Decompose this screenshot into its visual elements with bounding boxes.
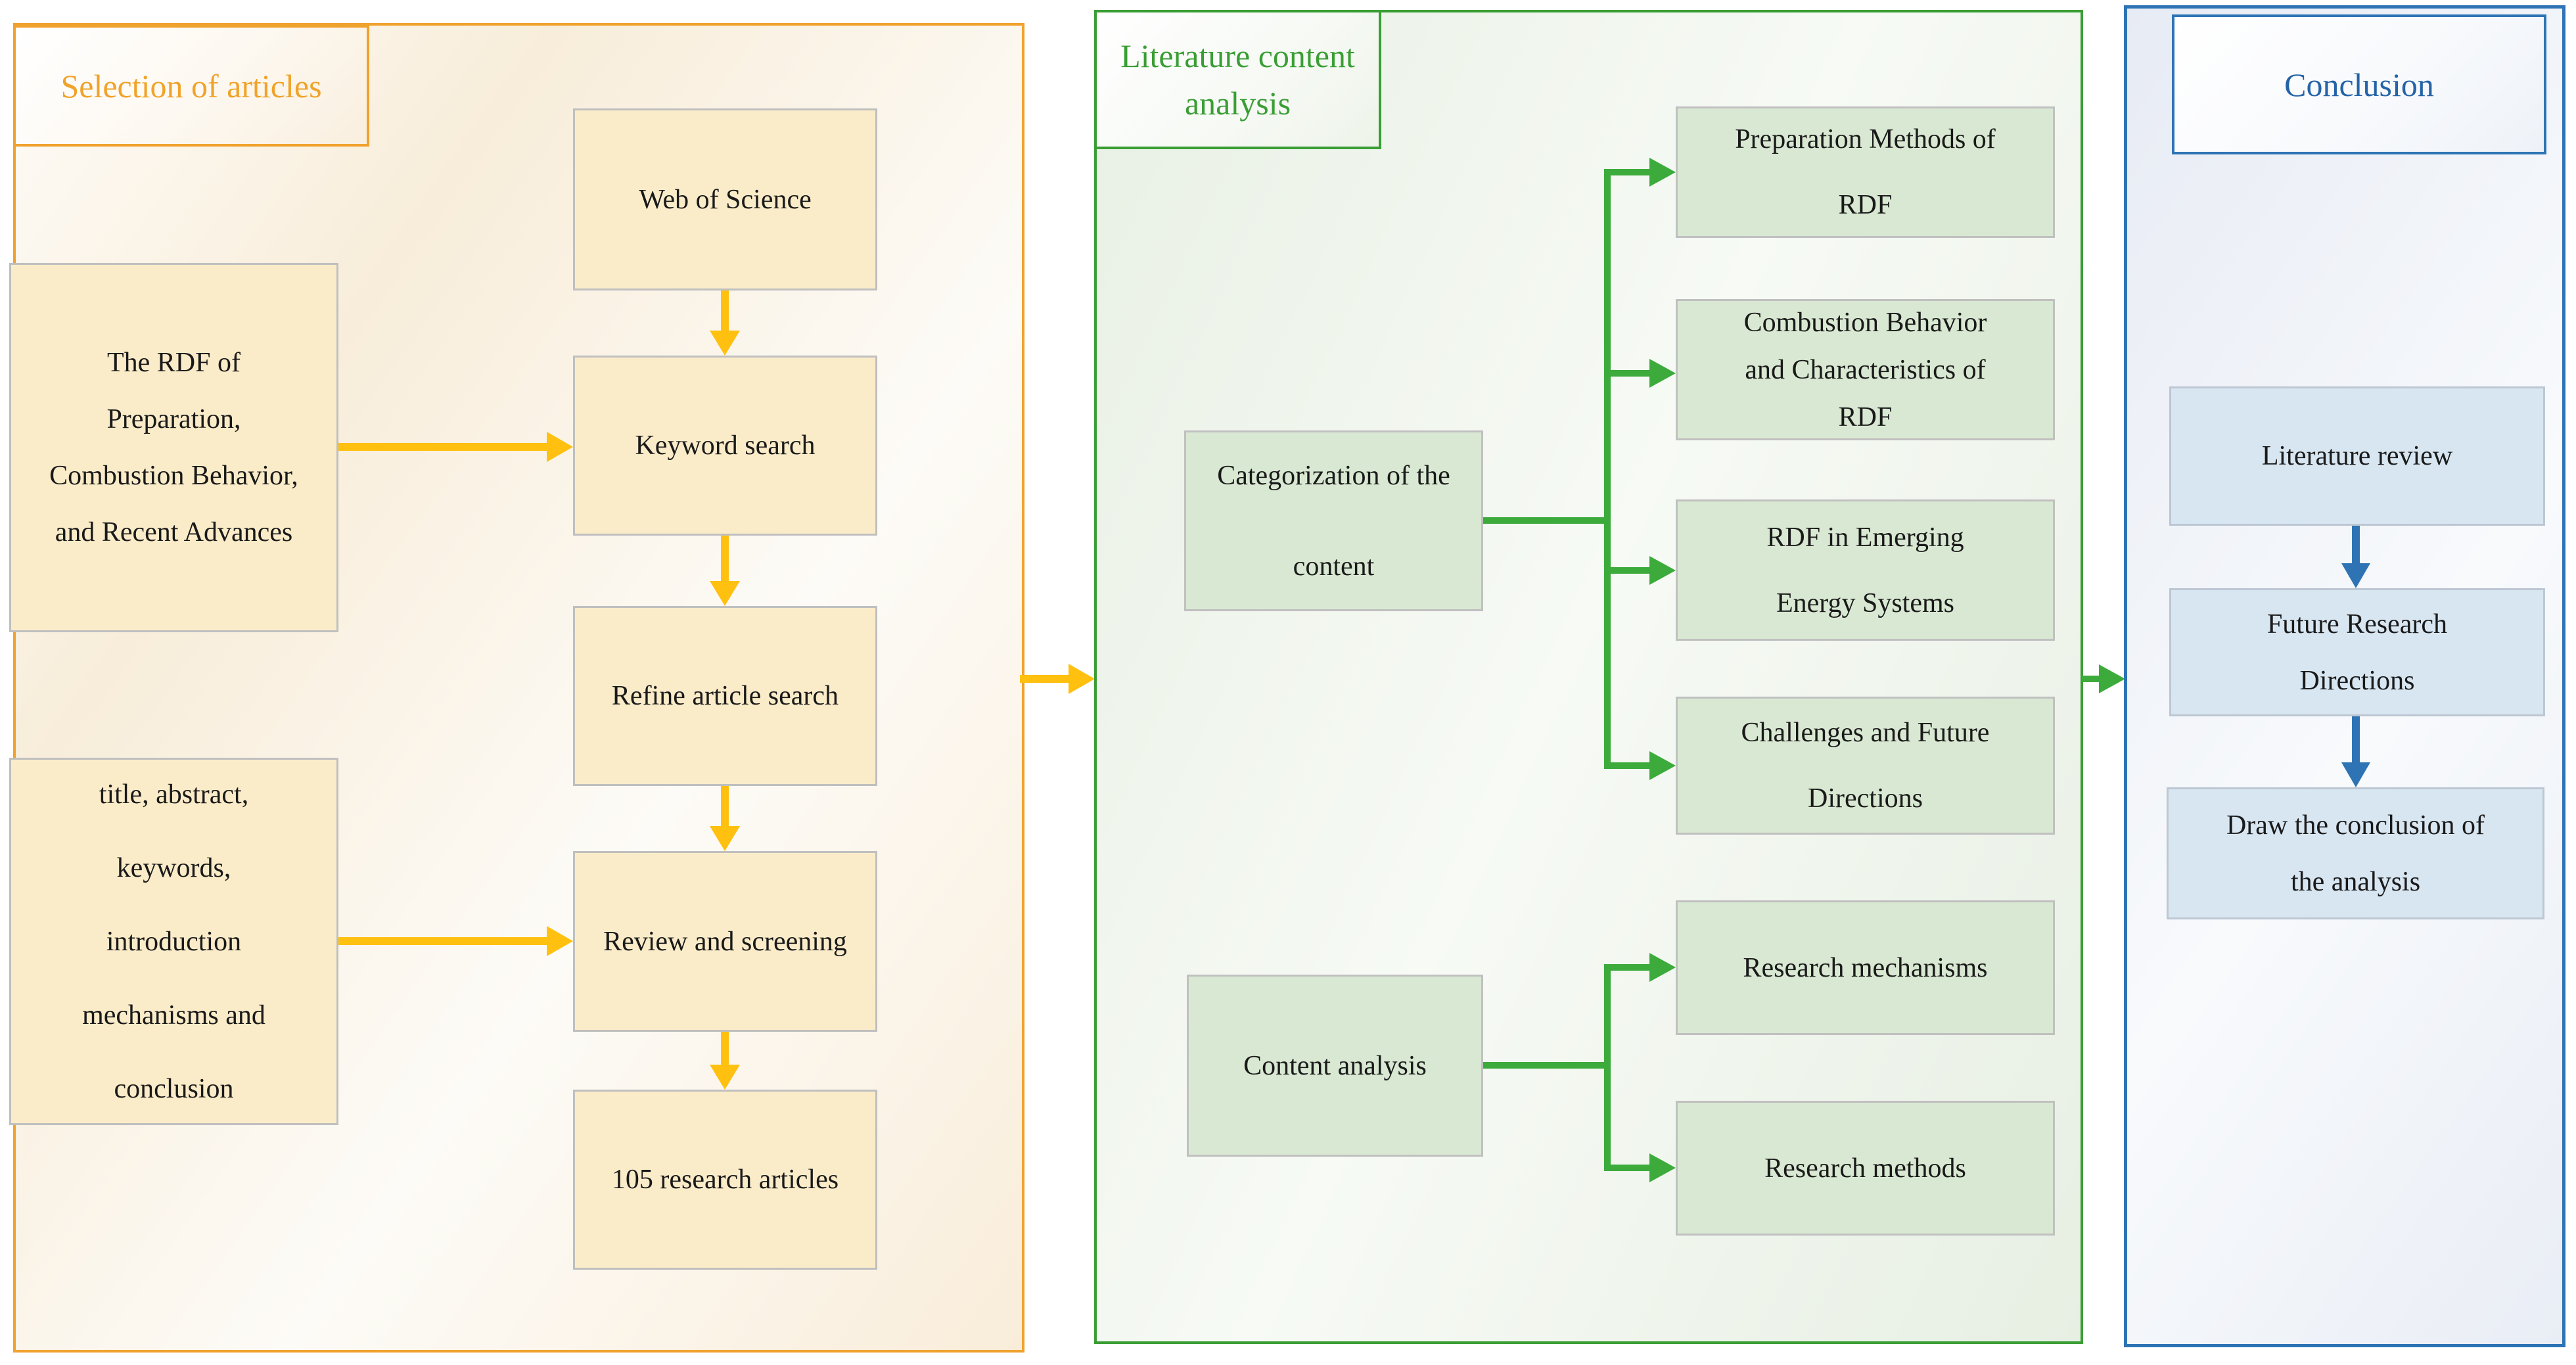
arrowhead-right-icon xyxy=(547,432,573,462)
rdf-scope-box: The RDF of Preparation, Combustion Behav… xyxy=(9,263,338,632)
research-methods-box: Research methods xyxy=(1676,1101,2055,1236)
category-box-emerging-energy-systems: RDF in Emerging Energy Systems xyxy=(1676,499,2055,641)
content-analysis-box: Content analysis xyxy=(1187,975,1483,1157)
conclusion-step-literature-review: Literature review xyxy=(2169,386,2545,526)
step-review-and-screening: Review and screening xyxy=(573,851,877,1032)
arrowhead-down-icon xyxy=(710,826,740,851)
step-web-of-science: Web of Science xyxy=(573,108,877,290)
arrowhead-down-icon xyxy=(2341,563,2370,588)
category-label: Challenges and Future Directions xyxy=(1741,718,1990,814)
step-keyword-search: Keyword search xyxy=(573,356,877,536)
step-refine-article-search: Refine article search xyxy=(573,606,877,786)
category-label: Preparation Methods of RDF xyxy=(1735,124,1996,220)
category-box-preparation-methods: Preparation Methods of RDF xyxy=(1676,106,2055,238)
arrowhead-right-icon xyxy=(2099,664,2125,693)
categorization-box: Categorization of the content xyxy=(1184,430,1483,611)
analysis-item-label: Research mechanisms xyxy=(1743,952,1988,983)
category-box-combustion-behavior: Combustion Behavior and Characteristics … xyxy=(1676,299,2055,440)
arrowhead-right-icon xyxy=(1649,556,1676,585)
conclusion-title-label: Conclusion xyxy=(2284,66,2434,103)
conclusion-step-draw-the-conclusion: Draw the conclusion of the analysis xyxy=(2167,787,2544,919)
arrowhead-right-icon xyxy=(1649,751,1676,780)
category-label: RDF in Emerging Energy Systems xyxy=(1766,522,1964,618)
selection-title-label: Selection of articles xyxy=(60,67,322,104)
arrowhead-right-icon xyxy=(1649,1153,1676,1182)
research-mechanisms-box: Research mechanisms xyxy=(1676,900,2055,1035)
step-105-research-articles: 105 research articles xyxy=(573,1090,877,1270)
conclusion-step-label: Literature review xyxy=(2261,441,2453,471)
conclusion-step-label: Draw the conclusion of the analysis xyxy=(2226,810,2485,897)
step-label: Review and screening xyxy=(603,926,847,957)
arrowhead-right-icon xyxy=(1069,664,1095,694)
arrowhead-down-icon xyxy=(710,581,740,606)
arrowhead-down-icon xyxy=(710,331,740,356)
analysis-item-label: Research methods xyxy=(1764,1153,1966,1184)
content-analysis-text: Content analysis xyxy=(1243,1050,1427,1081)
categorization-text: Categorization of the content xyxy=(1217,460,1450,582)
arrowhead-right-icon xyxy=(547,926,573,956)
arrowhead-right-icon xyxy=(1649,158,1676,187)
category-box-challenges-future-directions: Challenges and Future Directions xyxy=(1676,697,2055,835)
conclusion-step-label: Future Research Directions xyxy=(2266,609,2448,696)
selection-title: Selection of articles xyxy=(13,25,369,147)
arrowhead-right-icon xyxy=(1649,359,1676,388)
analysis-title-label: Literature content analysis xyxy=(1120,37,1355,122)
screening-criteria-text: title, abstract, keywords, introduction … xyxy=(82,779,265,1104)
rdf-scope-text: The RDF of Preparation, Combustion Behav… xyxy=(49,348,298,547)
arrowhead-right-icon xyxy=(1649,953,1676,982)
step-label: Refine article search xyxy=(611,681,839,711)
step-label: Keyword search xyxy=(635,430,816,461)
conclusion-step-future-research-directions: Future Research Directions xyxy=(2169,588,2545,716)
arrowhead-down-icon xyxy=(2341,762,2370,787)
category-label: Combustion Behavior and Characteristics … xyxy=(1743,307,1987,432)
screening-criteria-box: title, abstract, keywords, introduction … xyxy=(9,758,338,1125)
conclusion-title: Conclusion xyxy=(2172,14,2546,154)
step-label: Web of Science xyxy=(639,184,812,215)
arrowhead-down-icon xyxy=(710,1065,740,1090)
analysis-title: Literature content analysis xyxy=(1094,10,1381,149)
step-label: 105 research articles xyxy=(611,1165,839,1195)
